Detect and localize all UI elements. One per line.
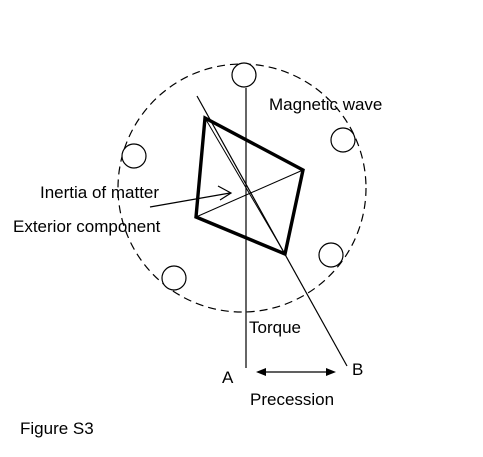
label-torque: Torque — [249, 318, 301, 337]
figure-caption: Figure S3 — [20, 419, 94, 438]
body-diagonal-2 — [195, 169, 304, 218]
label-magnetic-wave: Magnetic wave — [269, 95, 382, 114]
label-inertia-of-matter: Inertia of matter — [40, 183, 159, 202]
orbit-small-circle-upper-right — [330, 127, 356, 153]
label-precession: Precession — [250, 390, 334, 409]
label-exterior-component: Exterior component — [13, 217, 161, 236]
inertia-arrowhead — [217, 185, 233, 201]
orbit-small-circle-lower-right — [318, 242, 344, 268]
orbit-small-circle-left — [121, 143, 147, 169]
label-axis-b: B — [352, 360, 363, 379]
dashed-orbit-circle — [117, 63, 367, 313]
rotating-body-quadrilateral — [194, 115, 305, 257]
label-axis-a: A — [222, 368, 234, 387]
precession-arrowhead-left — [256, 368, 266, 376]
orbit-small-circle-lower-left — [161, 265, 187, 291]
inertia-pointer-line — [149, 192, 231, 208]
orbit-small-circle-top — [231, 62, 257, 88]
precession-arrowhead-right — [326, 368, 336, 376]
body-diagonal-1 — [204, 117, 286, 255]
